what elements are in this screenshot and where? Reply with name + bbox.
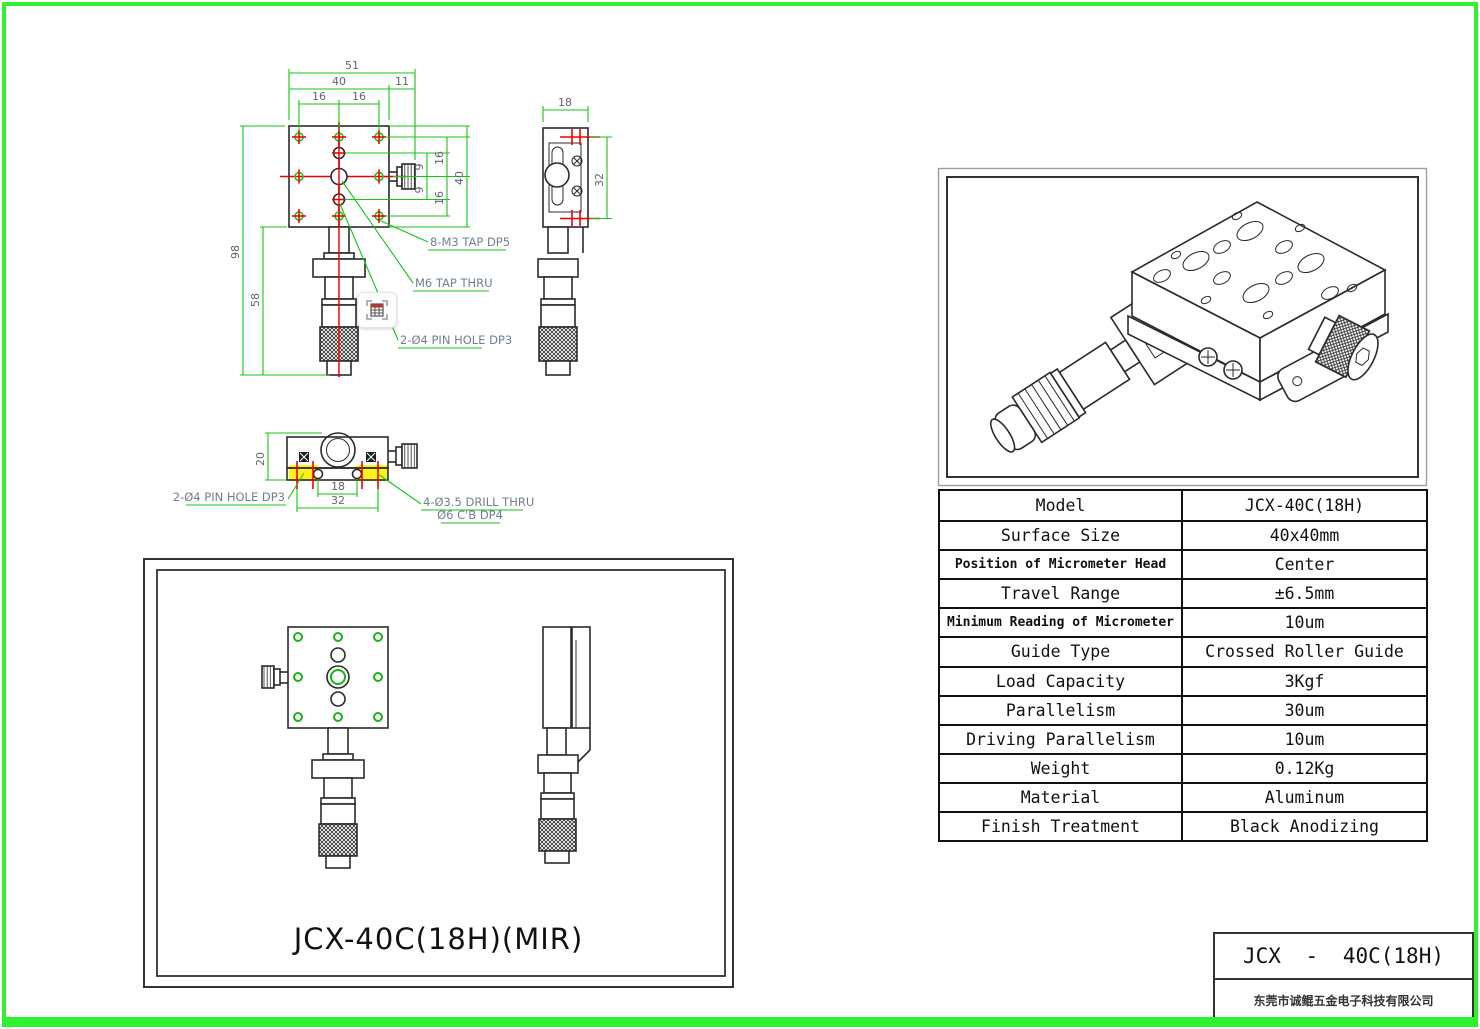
mir-micrometer-front bbox=[311, 727, 365, 869]
dim-20-bottom: 20 bbox=[254, 452, 267, 466]
left-dimensions: 98 58 bbox=[229, 125, 330, 376]
dim-18-bottom: 18 bbox=[331, 480, 345, 493]
dim-11: 11 bbox=[395, 75, 409, 88]
bottom-view: 20 18 32 2-Ø4 PIN HOLE DP3 4-Ø3.5 DRILL … bbox=[173, 432, 534, 524]
table-extract-button[interactable] bbox=[357, 292, 397, 328]
dim-16-right: 16 bbox=[352, 90, 366, 103]
dim-r16-bottom: 16 bbox=[433, 191, 446, 205]
top-dimensions: 51 40 11 16 16 bbox=[288, 59, 416, 160]
iso-top-holes bbox=[1153, 211, 1358, 320]
micrometer-side bbox=[537, 226, 584, 376]
table-icon bbox=[366, 300, 388, 320]
dim-32-side: 32 bbox=[593, 173, 606, 187]
iso-front-screws bbox=[1198, 347, 1243, 380]
orthographic-views: 51 40 11 16 16 98 58 bbox=[173, 59, 612, 524]
label-pin-hole: 2-Ø4 PIN HOLE DP3 bbox=[400, 333, 512, 347]
mir-front-view bbox=[261, 626, 389, 869]
label-pin-hole-bottom: 2-Ø4 PIN HOLE DP3 bbox=[173, 490, 285, 504]
dim-40: 40 bbox=[332, 75, 346, 88]
title-block: JCX - 40C(18H) 东莞市诚鲲五金电子科技有限公司 bbox=[1213, 932, 1474, 1020]
label-8-m3-tap: 8-M3 TAP DP5 bbox=[430, 235, 510, 249]
label-drill-thru: 4-Ø3.5 DRILL THRU bbox=[423, 495, 534, 509]
dim-32-bottom: 32 bbox=[331, 494, 345, 507]
table-row: Travel Range±6.5mm bbox=[940, 578, 1426, 608]
dim-r40: 40 bbox=[453, 171, 466, 185]
top-view: 51 40 11 16 16 98 58 bbox=[229, 59, 512, 377]
dim-58: 58 bbox=[249, 293, 262, 307]
title-company: 东莞市诚鲲五金电子科技有限公司 bbox=[1253, 993, 1434, 1008]
mir-side-view bbox=[537, 626, 591, 864]
mir-caption: JCX-40C(18H)(MIR) bbox=[293, 922, 584, 956]
label-m6-tap: M6 TAP THRU bbox=[415, 276, 493, 290]
title-model: JCX - 40C(18H) bbox=[1215, 934, 1472, 980]
isometric-stage bbox=[989, 201, 1389, 453]
dim-r9-bottom: 9 bbox=[413, 187, 426, 194]
right-dimensions: 9 9 16 16 40 bbox=[345, 125, 470, 228]
isometric-panel bbox=[937, 167, 1428, 487]
dim-51: 51 bbox=[345, 59, 359, 72]
micrometer-front bbox=[312, 122, 366, 377]
dim-98: 98 bbox=[229, 245, 242, 259]
dim-18-side: 18 bbox=[558, 96, 572, 109]
dim-r16-top: 16 bbox=[433, 151, 446, 165]
mir-panel bbox=[143, 558, 734, 988]
dim-16-left: 16 bbox=[312, 90, 326, 103]
label-counterbore: Ø6 C'B DP4 bbox=[437, 508, 503, 522]
iso-lock-knob bbox=[1307, 314, 1379, 381]
dim-r9-top: 9 bbox=[413, 164, 426, 171]
leader-annotations: 8-M3 TAP DP5 M6 TAP THRU 2-Ø4 PIN HOLE D… bbox=[339, 180, 512, 349]
side-view: 18 32 bbox=[537, 96, 612, 376]
